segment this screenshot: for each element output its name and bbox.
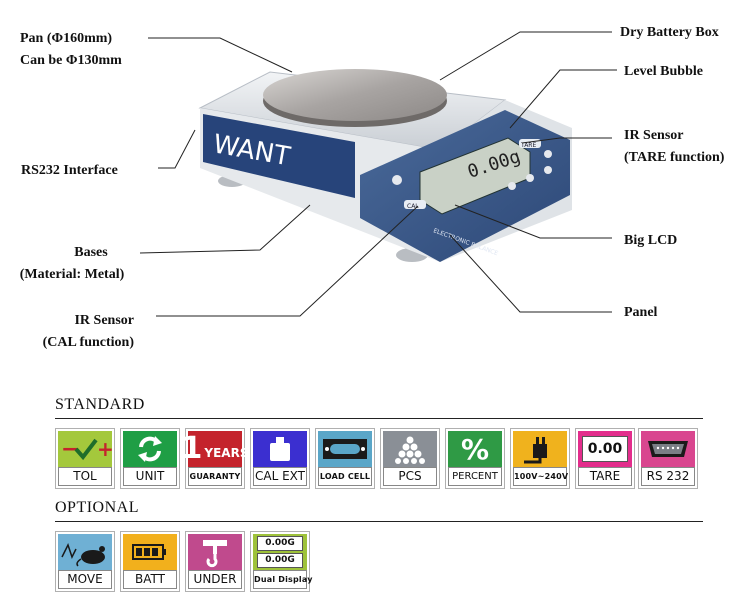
- feature-guaranty: 1 YEARS GUARANTY: [182, 428, 248, 489]
- feature-unit: UNIT: [120, 428, 180, 489]
- bases-line1: Bases: [74, 245, 108, 260]
- one-year-number: 1: [181, 431, 203, 466]
- battery-callout: Dry Battery Box: [620, 25, 719, 40]
- dual-display-line1: 0.00G: [257, 536, 303, 551]
- stack-icon: [383, 431, 437, 467]
- brand-band: [203, 114, 355, 198]
- feature-label: 100V~240V: [513, 467, 568, 486]
- panel-key: [544, 166, 552, 174]
- panel-key: [508, 182, 516, 190]
- lcd-callout: Big LCD: [624, 233, 678, 248]
- feature-dual-display: 0.00G 0.00G Dual Display: [250, 531, 312, 592]
- feature-label: BATT: [123, 570, 177, 589]
- serial-port-icon: [641, 431, 695, 467]
- percent-icon: %: [448, 431, 502, 467]
- hook-icon: [188, 534, 242, 570]
- check-plus-minus-icon: −+: [58, 431, 114, 467]
- level-bubble-callout: Level Bubble: [624, 64, 703, 79]
- load-cell-icon: [318, 431, 372, 467]
- display-icon: 0.00: [578, 431, 632, 467]
- pan-callout: Pan (Φ160mm) Can be Φ130mm: [20, 28, 122, 72]
- pan-callout-line1: Pan (Φ160mm): [20, 31, 113, 46]
- feature-move: MOVE: [55, 531, 115, 592]
- feature-label: RS 232: [641, 467, 695, 486]
- feature-label: TOL: [58, 467, 112, 486]
- svg-text:−: −: [61, 437, 79, 462]
- refresh-arrows-icon: [123, 431, 177, 467]
- bases-line2: (Material: Metal): [19, 267, 125, 282]
- optional-divider: [55, 521, 703, 522]
- panel-key: [544, 150, 552, 158]
- feature-label: UNIT: [123, 467, 177, 486]
- feature-rs232: RS 232: [638, 428, 698, 489]
- leader-lines: [139, 31, 617, 317]
- feature-cal-ext: CAL EXT: [250, 428, 310, 489]
- one-year-icon: 1 YEARS: [182, 431, 248, 467]
- standard-title: STANDARD: [55, 396, 145, 413]
- ir-cal-line1: IR Sensor: [74, 313, 134, 328]
- feature-voltage: 100V~240V: [510, 428, 570, 489]
- feature-label: MOVE: [58, 570, 112, 589]
- feature-label: GUARANTY: [188, 467, 242, 486]
- svg-text:+: +: [97, 437, 114, 461]
- scale-illustration: WANT 0.00g ELECTRONIC BALANCE CAL TARE: [139, 31, 617, 317]
- feature-label: UNDER: [188, 570, 242, 589]
- feature-under: UNDER: [185, 531, 245, 592]
- ir-tare-line2: (TARE function): [624, 150, 725, 165]
- ir-cal-callout: IR Sensor (CAL function): [18, 310, 134, 354]
- tare-display: 0.00: [582, 436, 628, 462]
- rs232-callout: RS232 Interface: [21, 163, 118, 178]
- one-year-unit: YEARS: [204, 446, 249, 460]
- tare-key-label: TARE: [520, 142, 536, 149]
- panel-callout: Panel: [624, 305, 658, 320]
- pan-callout-line2: Can be Φ130mm: [20, 53, 122, 68]
- feature-pcs: PCS: [380, 428, 440, 489]
- feature-label: PERCENT: [448, 467, 502, 486]
- cal-key: [404, 200, 426, 209]
- feature-label: PCS: [383, 467, 437, 486]
- weight-icon: [253, 431, 307, 467]
- feature-tare: 0.00 TARE: [575, 428, 635, 489]
- battery-icon: [123, 534, 177, 570]
- feature-percent: % PERCENT: [445, 428, 505, 489]
- weighing-pan: [263, 69, 447, 121]
- mouse-icon: [58, 534, 112, 570]
- dual-display-line2: 0.00G: [257, 553, 303, 568]
- feature-tol: −+ TOL: [55, 428, 115, 489]
- feature-load-cell: LOAD CELL: [315, 428, 375, 489]
- feature-label: CAL EXT: [253, 467, 307, 486]
- feature-label: Dual Display: [253, 570, 312, 589]
- bases-callout: Bases (Material: Metal): [12, 242, 132, 286]
- optional-title: OPTIONAL: [55, 499, 139, 516]
- plug-icon: [513, 431, 567, 467]
- feature-label: LOAD CELL: [318, 467, 372, 486]
- cal-key-label: CAL: [407, 203, 419, 210]
- standard-divider: [55, 418, 703, 419]
- panel-key: [526, 174, 534, 182]
- panel-key: [392, 175, 402, 185]
- ir-tare-line1: IR Sensor: [624, 128, 684, 143]
- ir-cal-line2: (CAL function): [42, 335, 134, 350]
- dual-display-icon: 0.00G 0.00G: [253, 534, 307, 570]
- feature-label: TARE: [578, 467, 632, 486]
- ir-tare-callout: IR Sensor (TARE function): [624, 125, 724, 169]
- feature-batt: BATT: [120, 531, 180, 592]
